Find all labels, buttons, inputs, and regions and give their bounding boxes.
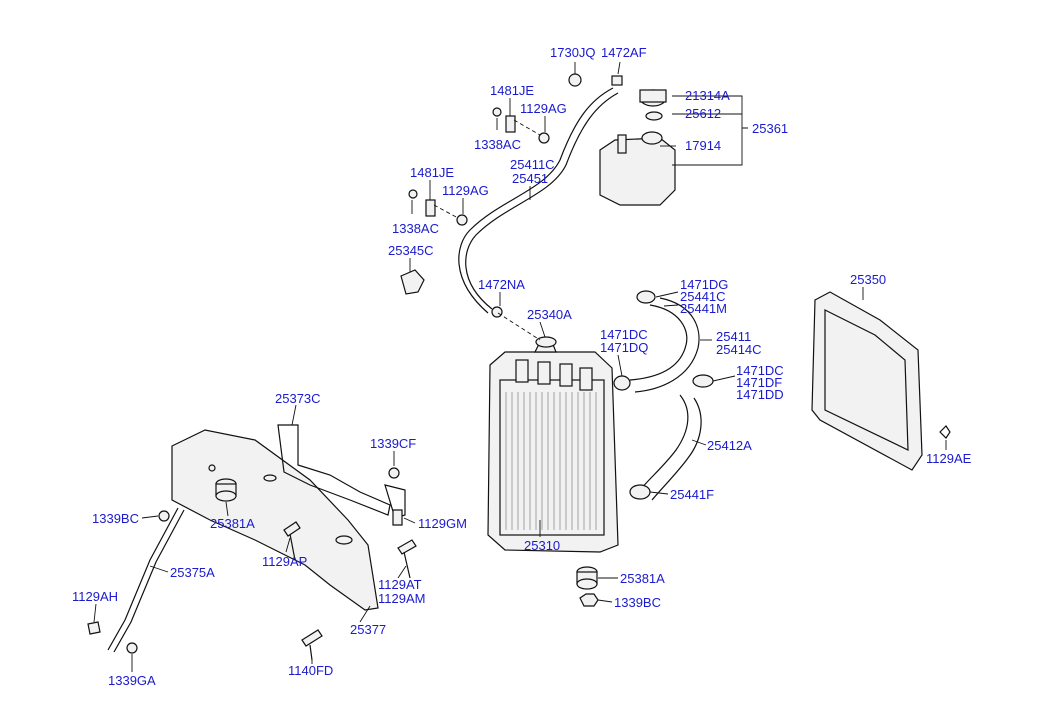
clamp-upper-b [613, 375, 631, 391]
lower-radiator-hose [639, 394, 689, 491]
label-1140fd[interactable]: 1140FD [288, 663, 334, 678]
seal-25612 [645, 111, 663, 121]
label-1471df[interactable]: 1471DF [736, 375, 783, 390]
mount-25381a-right [576, 566, 598, 590]
label-25310[interactable]: 25310 [524, 538, 561, 553]
bolt-1129ag-upper [538, 132, 550, 144]
bolt-1129gm [392, 509, 403, 526]
label-1129gm[interactable]: 1129GM [418, 516, 467, 531]
label-1338ac-upper[interactable]: 1338AC [474, 137, 521, 152]
label-1338ac-lower[interactable]: 1338AC [392, 221, 439, 236]
nut-1339cf [388, 467, 400, 479]
label-25451[interactable]: 25451 [512, 171, 549, 186]
label-1481je-lower[interactable]: 1481JE [410, 165, 455, 180]
label-1472af[interactable]: 1472AF [601, 45, 647, 60]
label-21314a[interactable]: 21314A [685, 88, 730, 103]
bolt-1129ap [283, 521, 301, 561]
clip-1481je-upper [505, 115, 516, 133]
nut-1730jq [568, 73, 582, 87]
label-25411[interactable]: 25411 [716, 329, 752, 344]
label-1129at[interactable]: 1129AT [378, 577, 422, 592]
label-1129am[interactable]: 1129AM [378, 591, 426, 606]
label-1129ap[interactable]: 1129AP [262, 554, 308, 569]
clip-1481je-lower [425, 199, 436, 217]
clip-25345c [400, 269, 425, 295]
label-25381a-right[interactable]: 25381A [620, 571, 665, 586]
radiator-core [487, 336, 619, 553]
label-1339bc-left[interactable]: 1339BC [92, 511, 139, 526]
clamp-1472na [491, 306, 503, 318]
nut-1339bc-right [579, 593, 599, 607]
reservoir-tank [599, 137, 676, 206]
label-1129ah[interactable]: 1129AH [72, 589, 119, 604]
nut-1338ac-upper [492, 107, 502, 117]
bracket-25373c [277, 424, 391, 516]
clamp-lower-a [692, 374, 714, 388]
upper-radiator-hose [629, 304, 688, 381]
leader-lines [93, 61, 947, 672]
label-25441m[interactable]: 25441M [680, 301, 727, 316]
label-1339bc-right[interactable]: 1339BC [614, 595, 661, 610]
label-1472na[interactable]: 1472NA [478, 277, 525, 292]
label-1471dg[interactable]: 1471DG [680, 277, 729, 292]
label-25411c[interactable]: 25411C [510, 157, 555, 172]
clip-1472af [611, 75, 623, 86]
label-25381a-left[interactable]: 25381A [210, 516, 255, 531]
label-1129ag-lower[interactable]: 1129AG [442, 183, 489, 198]
label-25414c[interactable]: 25414C [716, 342, 762, 357]
clamp-upper-a [636, 290, 656, 304]
label-1339cf[interactable]: 1339CF [370, 436, 417, 451]
nut-1339bc-left [158, 510, 170, 522]
label-1471dq[interactable]: 1471DQ [600, 340, 649, 355]
stay-rod-25375a [107, 507, 179, 651]
bolt-1129ah [87, 621, 101, 635]
label-25350[interactable]: 25350 [850, 272, 887, 287]
label-1129ae[interactable]: 1129AE [926, 451, 972, 466]
overflow-hose [458, 87, 614, 314]
clamp-lower-b [629, 484, 651, 500]
label-1730jq[interactable]: 1730JQ [550, 45, 596, 60]
nut-1338ac-lower [408, 189, 418, 199]
bolt-1129ae [939, 425, 951, 439]
fan-shroud [811, 291, 923, 471]
label-17914[interactable]: 17914 [685, 138, 722, 153]
label-25375a[interactable]: 25375A [170, 565, 215, 580]
label-1129ag-upper[interactable]: 1129AG [520, 101, 567, 116]
nut-1339ga [126, 642, 138, 654]
label-25340a[interactable]: 25340A [527, 307, 572, 322]
label-25361[interactable]: 25361 [752, 121, 789, 136]
label-25377[interactable]: 25377 [350, 622, 387, 637]
label-1481je-upper[interactable]: 1481JE [490, 83, 535, 98]
label-25373c[interactable]: 25373C [275, 391, 321, 406]
side-plate [171, 429, 379, 611]
label-1471dc-upper[interactable]: 1471DC [600, 327, 648, 342]
mount-25381a-left [215, 478, 237, 502]
bolt-1129at [397, 539, 417, 579]
label-25441c[interactable]: 25441C [680, 289, 726, 304]
label-1471dc-lower[interactable]: 1471DC [736, 363, 784, 378]
label-25345c[interactable]: 25345C [388, 243, 434, 258]
label-1471dd[interactable]: 1471DD [736, 387, 784, 402]
bolt-1140fd [301, 629, 323, 661]
label-25441f[interactable]: 25441F [670, 487, 715, 502]
label-1339ga[interactable]: 1339GA [108, 673, 156, 688]
label-25612[interactable]: 25612 [685, 106, 722, 121]
label-25412a[interactable]: 25412A [707, 438, 752, 453]
bolt-1129ag-lower [456, 214, 468, 226]
